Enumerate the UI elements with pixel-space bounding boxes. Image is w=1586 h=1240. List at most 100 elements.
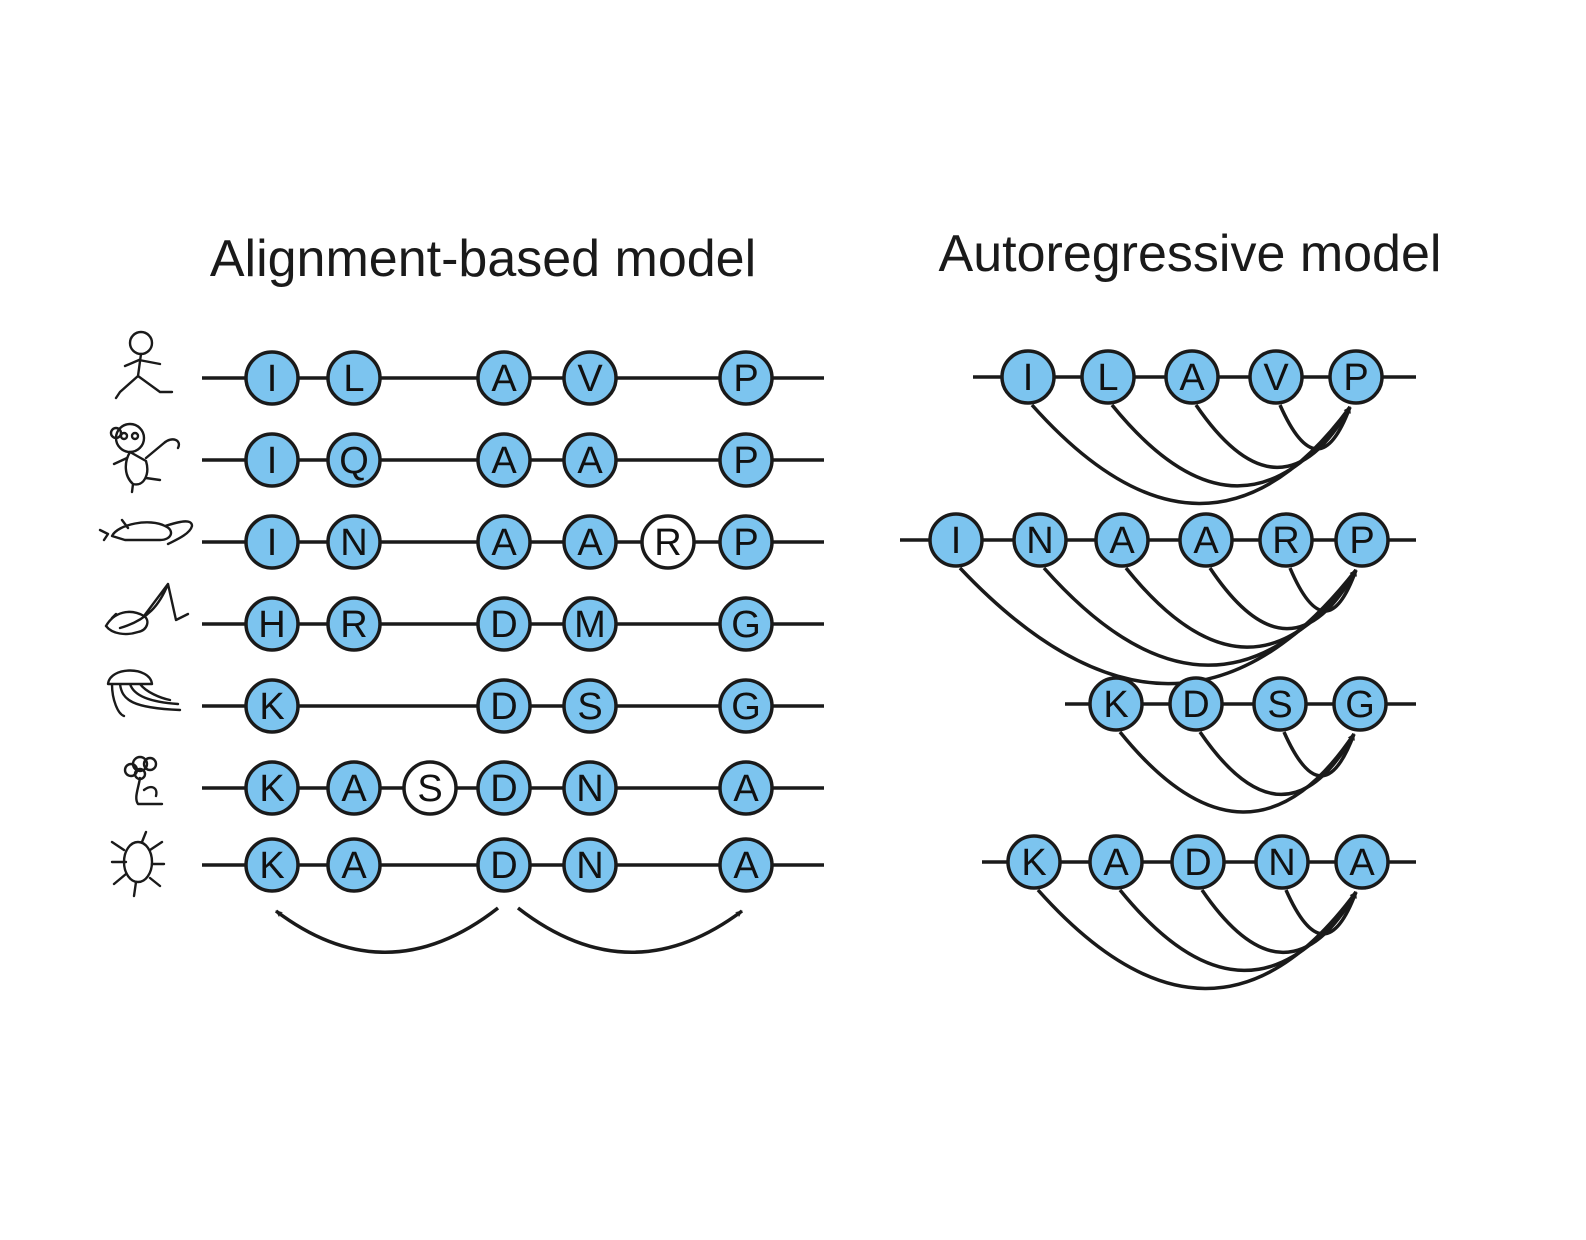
residue-circle — [718, 350, 774, 406]
residue-circle — [1088, 834, 1144, 890]
residue-letter: A — [577, 522, 603, 564]
residue-circle — [1178, 512, 1234, 568]
residue-circle — [1088, 676, 1144, 732]
residue-circle — [476, 432, 532, 488]
flower-icon — [123, 755, 164, 806]
residue-letter: D — [1182, 684, 1209, 726]
residue-letter: L — [1097, 357, 1118, 399]
residue-circle — [1328, 349, 1384, 405]
residue-letter: S — [1267, 684, 1292, 726]
dependency-arrow — [1036, 888, 1358, 991]
residue-letter: A — [733, 845, 759, 887]
autoregressive-model-title: Autoregressive model — [939, 225, 1442, 283]
residue-circle — [562, 678, 618, 734]
alignment-residue: D — [476, 760, 532, 816]
residue-circle — [1254, 834, 1310, 890]
jellyfish-icon — [106, 669, 182, 718]
residue-letter: Q — [339, 440, 369, 482]
autoregressive-residue: I — [1000, 349, 1056, 405]
alignment-residue: N — [562, 760, 618, 816]
residue-circle — [1000, 349, 1056, 405]
residue-circle — [244, 760, 300, 816]
alignment-residue: P — [718, 350, 774, 406]
alignment-residue: R — [326, 596, 382, 652]
residue-circle — [640, 514, 696, 570]
residue-circle — [476, 514, 532, 570]
residue-circle — [244, 596, 300, 652]
alignment-residue: S — [402, 760, 458, 816]
autoregressive-residue: A — [1178, 512, 1234, 568]
alignment-residue: A — [718, 837, 774, 893]
residue-circle — [326, 432, 382, 488]
residue-circle — [326, 514, 382, 570]
alignment-residue: I — [244, 350, 300, 406]
autoregressive-residue: A — [1088, 834, 1144, 890]
residue-letter: M — [574, 604, 606, 646]
residue-circle — [244, 514, 300, 570]
residue-letter: A — [577, 440, 603, 482]
residue-letter: N — [1268, 842, 1295, 884]
alignment-residue: K — [244, 760, 300, 816]
residue-circle — [1168, 676, 1224, 732]
residue-letter: A — [1109, 520, 1135, 562]
residue-letter: K — [1103, 684, 1128, 726]
residue-letter: R — [340, 604, 367, 646]
residue-circle — [928, 512, 984, 568]
residue-circle — [476, 760, 532, 816]
residue-circle — [1080, 349, 1136, 405]
residue-letter: G — [731, 686, 761, 728]
residue-letter: L — [343, 358, 364, 400]
residue-letter: P — [733, 358, 758, 400]
alignment-residue: D — [476, 837, 532, 893]
alignment-residue: P — [718, 514, 774, 570]
residue-letter: I — [951, 520, 962, 562]
residue-letter: D — [490, 604, 517, 646]
alignment-residue: A — [476, 350, 532, 406]
alignment-residue: D — [476, 596, 532, 652]
alignment-residue: I — [244, 514, 300, 570]
residue-letter: P — [1343, 357, 1368, 399]
residue-letter: S — [577, 686, 602, 728]
mouse-icon — [98, 518, 194, 546]
residue-circle — [562, 837, 618, 893]
residue-letter: V — [577, 358, 603, 400]
residue-circle — [562, 760, 618, 816]
residue-letter: G — [1345, 684, 1375, 726]
autoregressive-residue: V — [1248, 349, 1304, 405]
residue-letter: A — [491, 358, 517, 400]
dependency-arrow — [1030, 403, 1352, 506]
alignment-residue: H — [244, 596, 300, 652]
residue-circle — [1006, 834, 1062, 890]
residue-circle — [718, 760, 774, 816]
autoregressive-residue: P — [1328, 349, 1384, 405]
alignment-residue: A — [718, 760, 774, 816]
alignment-residue: R — [640, 514, 696, 570]
autoregressive-residue: L — [1080, 349, 1136, 405]
bird-icon — [104, 582, 190, 636]
autoregressive-residue: N — [1254, 834, 1310, 890]
alignment-residue: V — [562, 350, 618, 406]
residue-circle — [244, 350, 300, 406]
residue-circle — [1164, 349, 1220, 405]
autoregressive-residue: P — [1334, 512, 1390, 568]
residue-letter: A — [491, 440, 517, 482]
residue-circle — [326, 596, 382, 652]
residue-letter: A — [1103, 842, 1129, 884]
residue-letter: A — [491, 522, 517, 564]
autoregressive-residue: N — [1012, 512, 1068, 568]
residue-circle — [1094, 512, 1150, 568]
alignment-residue: G — [718, 596, 774, 652]
autoregressive-residue: D — [1168, 676, 1224, 732]
residue-circle — [476, 350, 532, 406]
residue-circle — [718, 432, 774, 488]
dependency-arrow — [1042, 566, 1358, 667]
alignment-residue: A — [476, 514, 532, 570]
